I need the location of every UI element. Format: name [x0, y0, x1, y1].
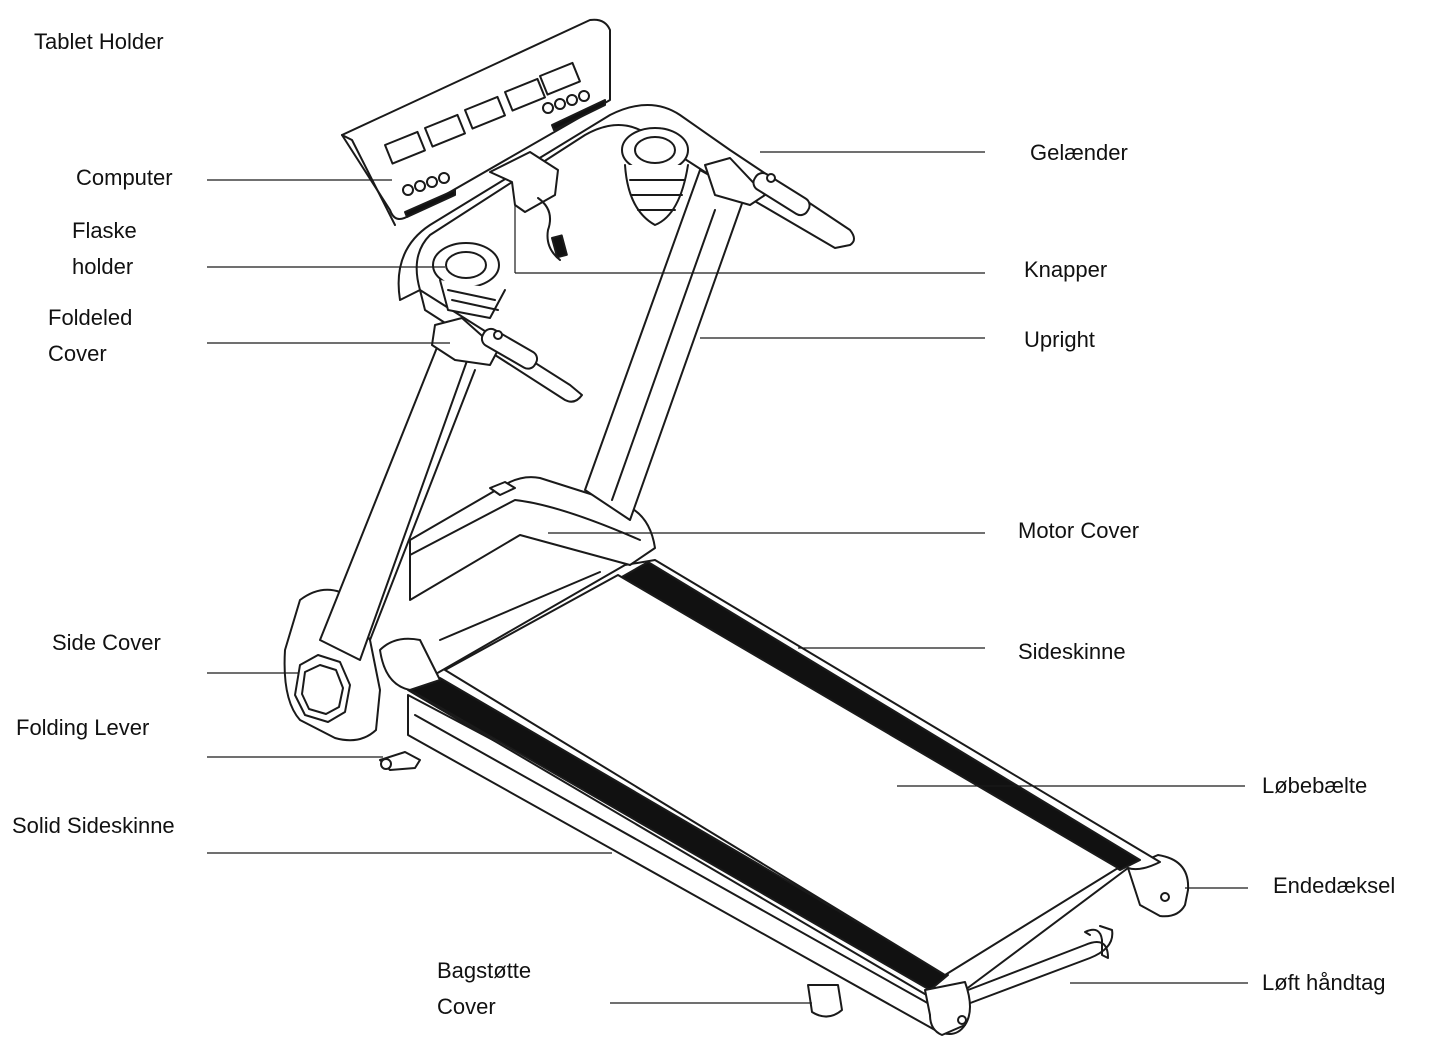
- label-knapper: Knapper: [1024, 257, 1108, 282]
- label-solid-sideskinne: Solid Sideskinne: [12, 813, 175, 838]
- label-foldeled-cover-line2: Cover: [48, 341, 107, 366]
- label-endedaeksel: Endedæksel: [1273, 873, 1396, 898]
- label-tablet-holder: Tablet Holder: [34, 29, 164, 54]
- belt-surface: [444, 574, 1119, 976]
- label-loft-handtag: Løft håndtag: [1262, 970, 1386, 995]
- label-foldeled-cover-line1: Foldeled: [48, 305, 133, 330]
- label-gelaender: Gelænder: [1030, 140, 1128, 165]
- label-sideskinne: Sideskinne: [1018, 639, 1126, 664]
- end-cap-right: [1127, 854, 1190, 918]
- label-lobebaelte: Løbebælte: [1262, 773, 1368, 798]
- fold-cover-right: [704, 157, 766, 206]
- label-folding-lever: Folding Lever: [16, 715, 150, 740]
- label-flaske-holder-line2: holder: [72, 254, 134, 279]
- label-motor-cover: Motor Cover: [1018, 518, 1140, 543]
- label-flaske-holder: Flaske holder: [72, 213, 137, 285]
- label-foldeled-cover: Foldeled Cover: [48, 300, 132, 372]
- label-computer: Computer: [76, 165, 173, 190]
- label-bagstotte-cover-line2: Cover: [437, 994, 496, 1019]
- label-side-cover: Side Cover: [52, 630, 161, 655]
- handrail-frame: [397, 104, 855, 301]
- rear-support-shape: [807, 984, 843, 1018]
- label-bagstotte-cover: Bagstøtte Cover: [437, 953, 531, 1025]
- label-bagstotte-cover-line1: Bagstøtte: [437, 958, 532, 983]
- lift-handle-shape: [954, 928, 1109, 996]
- safety-key-housing: [489, 151, 559, 213]
- fold-cover-left: [431, 317, 499, 366]
- label-flaske-holder-line1: Flaske: [72, 218, 137, 243]
- label-upright: Upright: [1024, 327, 1095, 352]
